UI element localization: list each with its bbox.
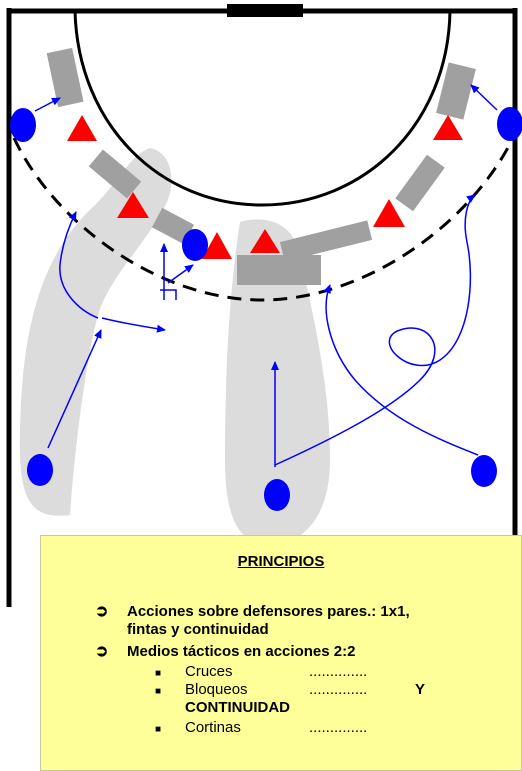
block-left-back — [88, 149, 142, 199]
defender-1 — [67, 115, 97, 141]
move-pivot-hook — [160, 289, 177, 300]
defender-6 — [433, 115, 463, 140]
principle-1-line1: Acciones sobre defensores pares.: 1x1, — [127, 603, 410, 620]
move-pivot-diag — [167, 264, 194, 284]
sub-item-label: Bloqueos — [185, 681, 248, 698]
sub-item-label: Cruces — [185, 663, 233, 680]
block-right-wing — [436, 62, 476, 120]
block-right-back — [395, 154, 445, 212]
principles-title: PRINCIPIOS — [237, 553, 325, 570]
move-left-back-run — [47, 329, 102, 449]
block-center-low — [237, 255, 321, 285]
defenders — [67, 115, 463, 259]
sub-item-label: Cortinas — [185, 719, 241, 736]
square-bullet-icon: ■ — [155, 668, 162, 679]
square-bullet-icon: ■ — [155, 686, 162, 697]
block-center — [279, 220, 373, 262]
attacker-left-wing — [10, 108, 36, 142]
attacker-right-wing — [497, 107, 522, 141]
move-left-back-pass — [101, 317, 166, 333]
square-bullet-icon: ■ — [155, 724, 162, 735]
sub-item-dots: .............. — [309, 719, 368, 736]
defender-5 — [373, 199, 405, 227]
goal — [227, 4, 303, 17]
defender-2 — [117, 192, 149, 218]
move-center-wave — [274, 194, 476, 466]
attacker-right-back — [471, 455, 497, 487]
block-left-center — [151, 207, 195, 245]
sub-item-dots: .............. — [309, 681, 368, 698]
move-right-back-wave — [323, 284, 479, 456]
arrow-bullet-icon: ➲ — [95, 603, 109, 620]
movements — [34, 84, 498, 467]
principles-panel: PRINCIPIOS ➲ Acciones sobre defensores p… — [40, 535, 522, 771]
defender-4 — [250, 229, 280, 253]
arrow-bullet-icon: ➲ — [95, 643, 109, 660]
principle-1: ➲ Acciones sobre defensores pares.: 1x1, — [95, 603, 410, 621]
attacker-pivot — [182, 229, 208, 261]
sub-item-dots: .............. — [309, 663, 368, 680]
move-left-back-cut — [59, 211, 99, 319]
blocks — [46, 47, 476, 285]
defender-3 — [202, 232, 232, 259]
court-lines — [6, 4, 518, 607]
principle-2-text: Medios tácticos en acciones 2:2 — [127, 643, 356, 660]
move-left-wing — [34, 97, 61, 112]
attacker-center-back — [264, 479, 290, 511]
sub-item-suffix: Y — [415, 681, 426, 698]
principle-1-line2: fintas y continuidad — [127, 621, 269, 638]
move-right-wing — [470, 84, 498, 111]
zone-left — [19, 148, 172, 516]
sub-item-continuidad: CONTINUIDAD — [185, 699, 290, 716]
attacker-left-back — [27, 454, 53, 486]
principle-2: ➲ Medios tácticos en acciones 2:2 — [95, 643, 356, 661]
attackers — [10, 107, 522, 511]
goal-area-line — [73, 10, 452, 207]
block-left-wing — [46, 47, 84, 108]
